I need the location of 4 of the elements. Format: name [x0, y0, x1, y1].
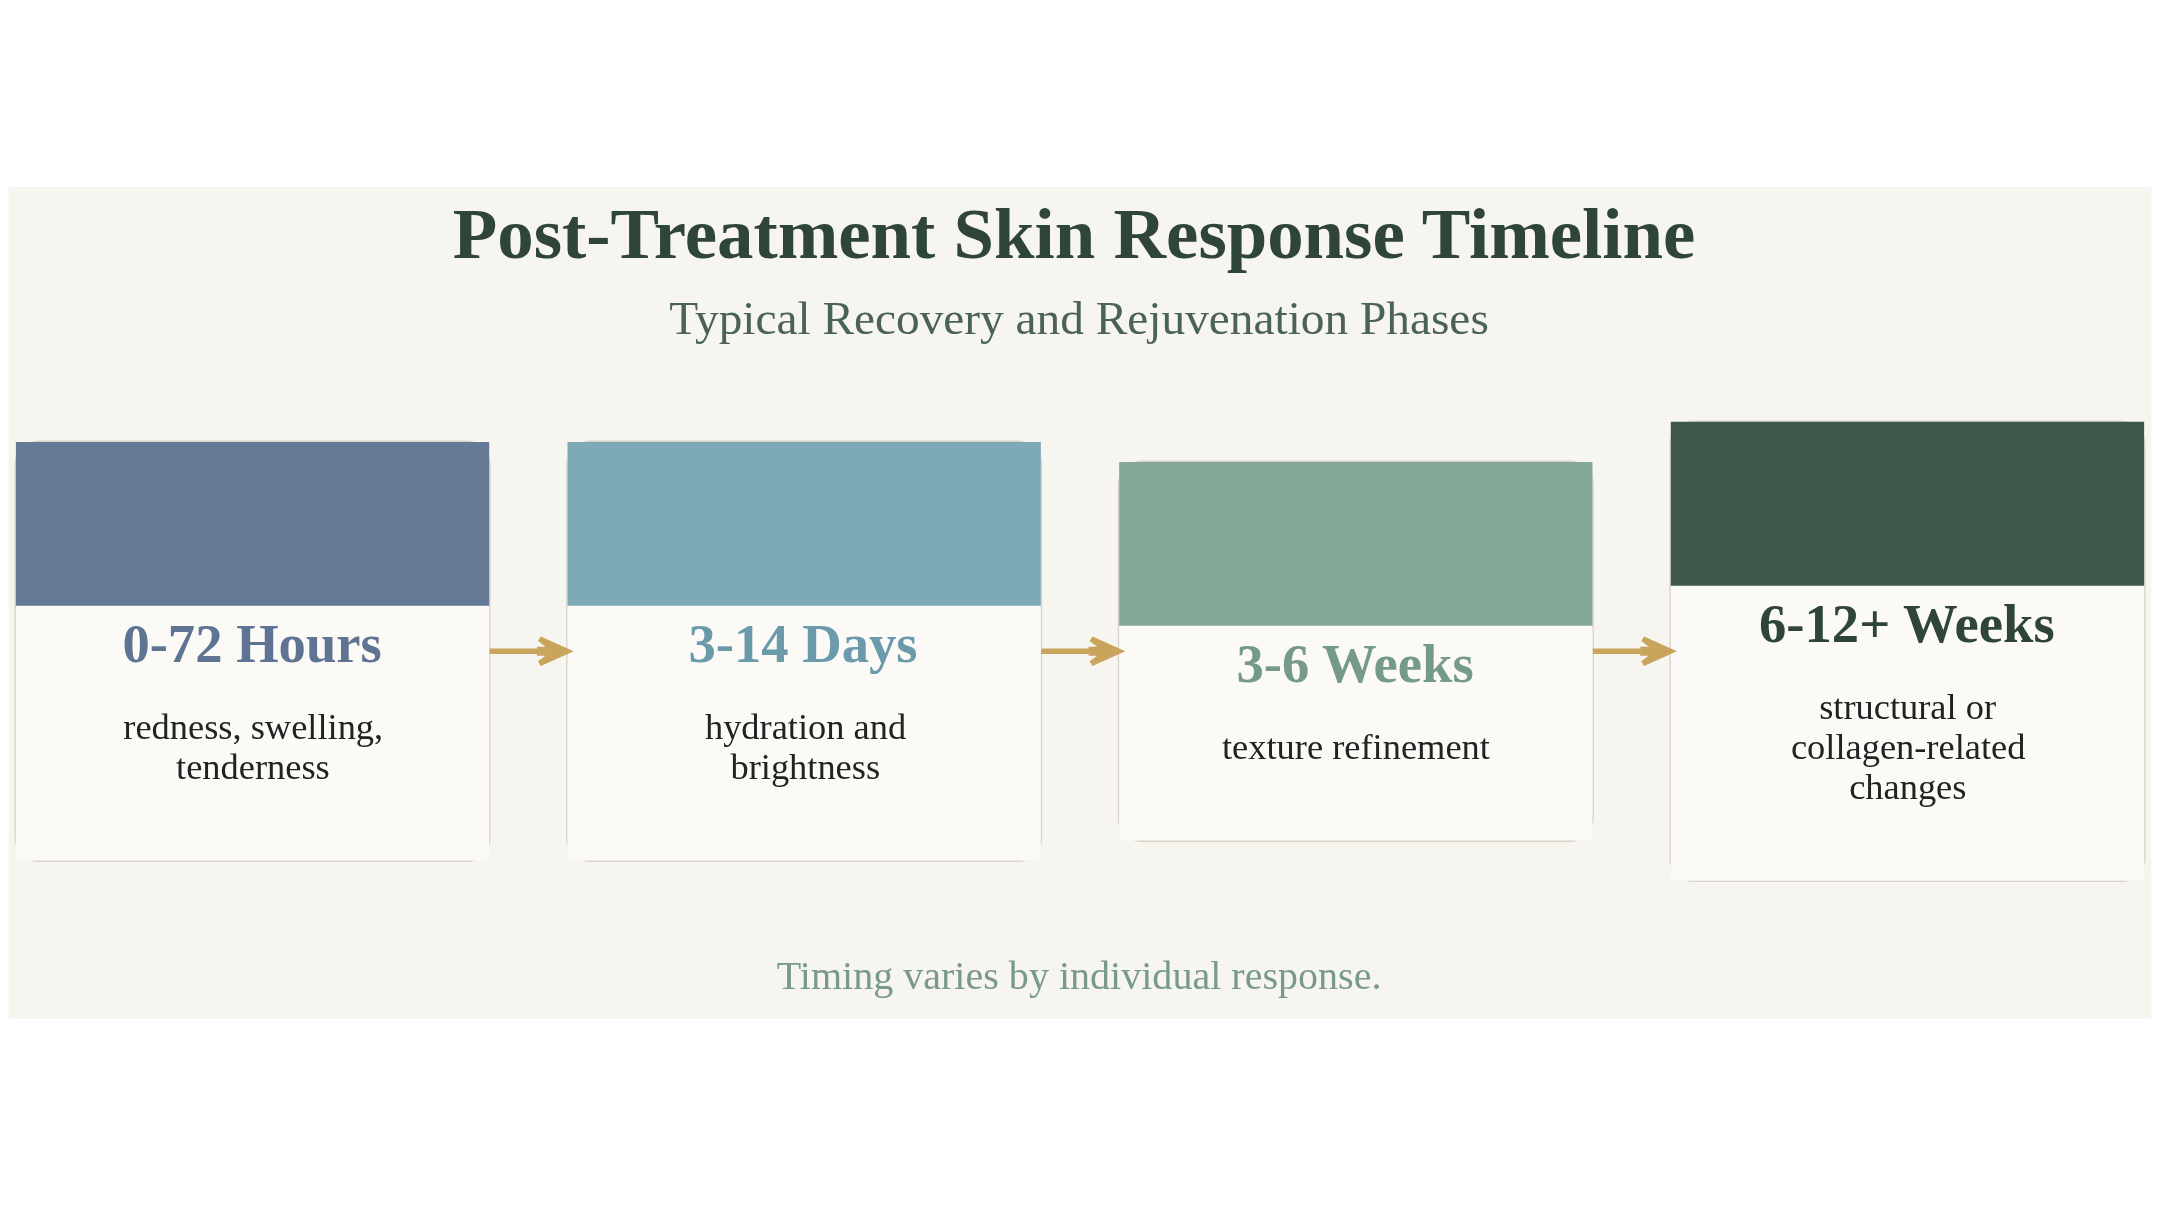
- arrow: [1041, 636, 1122, 667]
- label: Typical Recovery and Rejuvenation Phases: [669, 292, 1489, 345]
- diagram-title: Post-Treatment Skin Response Timeline: [452, 193, 1696, 274]
- label: Timing varies by individual response.: [776, 953, 1382, 999]
